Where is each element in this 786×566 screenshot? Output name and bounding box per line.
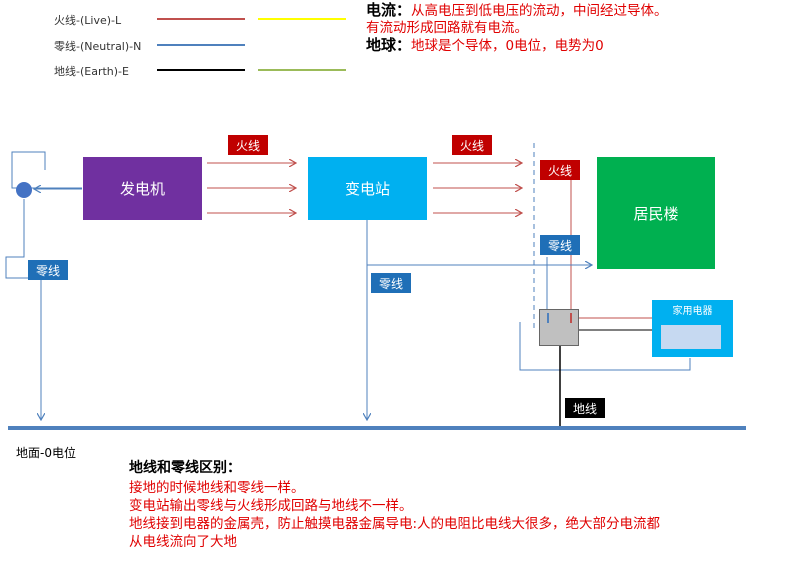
neutral-gen-ground bbox=[5, 199, 41, 420]
wall-switch-slot-neutral bbox=[547, 313, 549, 323]
tag-neutral-1: 零线 bbox=[28, 260, 68, 280]
appliance-label: 家用电器 bbox=[672, 306, 713, 317]
tag-neutral-3: 零线 bbox=[540, 235, 580, 255]
tag-live-1: 火线 bbox=[228, 135, 268, 155]
generator-box: 发电机 bbox=[83, 157, 202, 220]
notes-title: 地线和零线区别： bbox=[129, 460, 241, 476]
definition-current: 电流：从高电压到低电压的流动，中间经过导体。 bbox=[366, 2, 668, 19]
notes-line2: 变电站输出零线与火线形成回路与地线不一样。 bbox=[129, 498, 413, 514]
appliance-box: 家用电器 bbox=[652, 300, 733, 357]
definition-current-text2: 有流动形成回路就有电流。 bbox=[366, 20, 528, 36]
appliance-panel bbox=[661, 325, 721, 349]
substation-box: 变电站 bbox=[308, 157, 427, 220]
legend-live-line bbox=[157, 18, 245, 20]
definition-earth-title: 地球： bbox=[366, 36, 412, 54]
tag-live-2: 火线 bbox=[452, 135, 492, 155]
definition-current-title: 电流： bbox=[366, 1, 412, 19]
legend-earth-line bbox=[157, 69, 245, 71]
wall-switch bbox=[539, 309, 579, 346]
wall-switch-slot-live bbox=[570, 313, 572, 323]
legend-neutral-label: 零线-(Neutral)-N bbox=[54, 40, 142, 53]
notes-line1: 接地的时候地线和零线一样。 bbox=[129, 480, 305, 496]
tag-live-3: 火线 bbox=[540, 160, 580, 180]
definition-earth-text: 地球是个导体，0电位，电势为0 bbox=[411, 38, 604, 54]
residential-box: 居民楼 bbox=[597, 157, 715, 269]
generator-node bbox=[16, 182, 32, 198]
ground-label: 地面-0电位 bbox=[16, 446, 76, 460]
definition-earth: 地球：地球是个导体，0电位，电势为0 bbox=[366, 37, 604, 54]
appliance-neutral-loop bbox=[519, 322, 691, 371]
legend-earth-label: 地线-(Earth)-E bbox=[54, 65, 129, 78]
tag-neutral-2: 零线 bbox=[371, 273, 411, 293]
legend-neutral-line bbox=[157, 44, 245, 46]
legend-live-alt-line bbox=[258, 18, 346, 20]
notes-line3: 地线接到电器的金属壳，防止触摸电器金属导电:人的电阻比电线大很多，绝大部分电流都 bbox=[129, 516, 661, 532]
notes-line4: 从电线流向了大地 bbox=[129, 534, 237, 550]
tag-earth-wire: 地线 bbox=[565, 398, 605, 418]
legend-live-label: 火线-(Live)-L bbox=[54, 14, 122, 27]
definition-current-text: 从高电压到低电压的流动，中间经过导体。 bbox=[411, 3, 668, 19]
legend-earth-alt-line bbox=[258, 69, 346, 71]
neutral-gen-loop bbox=[11, 151, 82, 189]
